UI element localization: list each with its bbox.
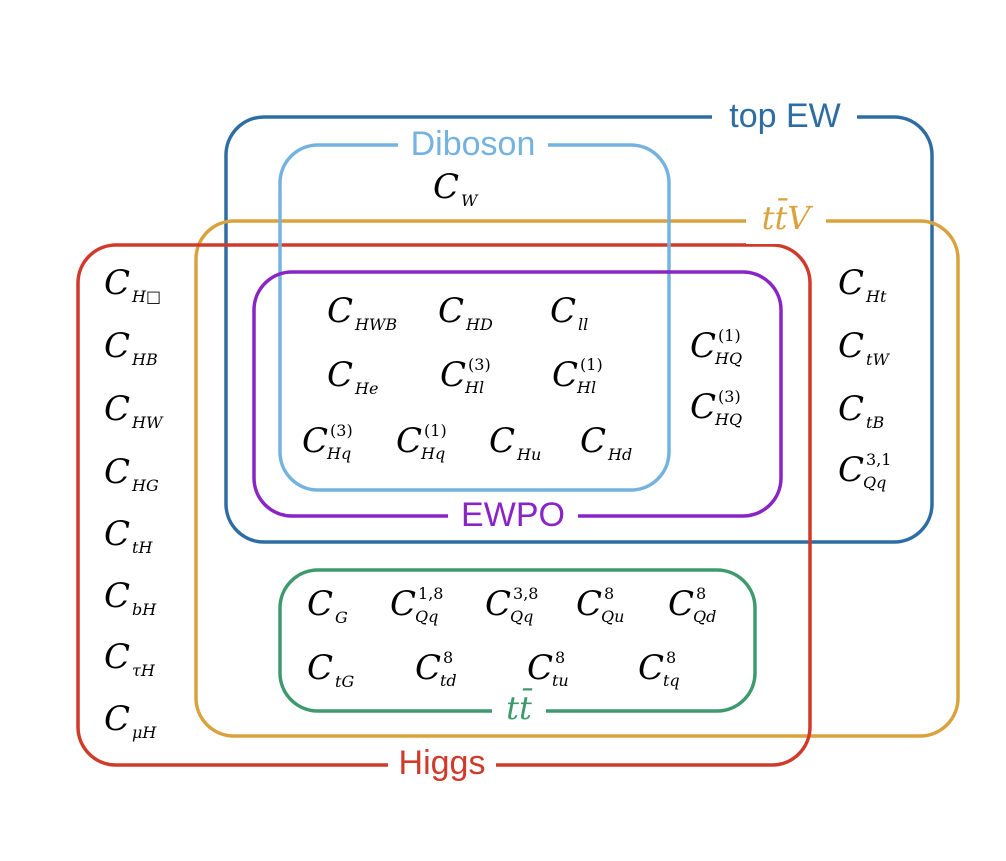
label-ewpo: EWPO: [461, 496, 565, 534]
box-top-ew: [224, 115, 934, 544]
coefficient-ewpo-top: C(3)HQ: [690, 387, 742, 429]
label-tt: tt̄: [506, 688, 532, 727]
coefficient-ewpo-diboson: C(1)Hl: [552, 355, 603, 397]
label-ttv: tt̄V: [762, 198, 814, 237]
coefficient-ewpo-top: C(1)HQ: [690, 326, 742, 368]
box-ttv: [194, 219, 960, 738]
coefficient-ewpo-diboson: C(3)Hl: [440, 355, 491, 397]
coefficient-ewpo-diboson: C(1)Hq: [396, 421, 447, 463]
label-diboson: Diboson: [411, 125, 536, 163]
coefficient-ewpo-diboson: C(3)Hq: [302, 421, 353, 463]
label-top-ew: top EW: [729, 97, 840, 135]
label-higgs: Higgs: [399, 744, 486, 782]
